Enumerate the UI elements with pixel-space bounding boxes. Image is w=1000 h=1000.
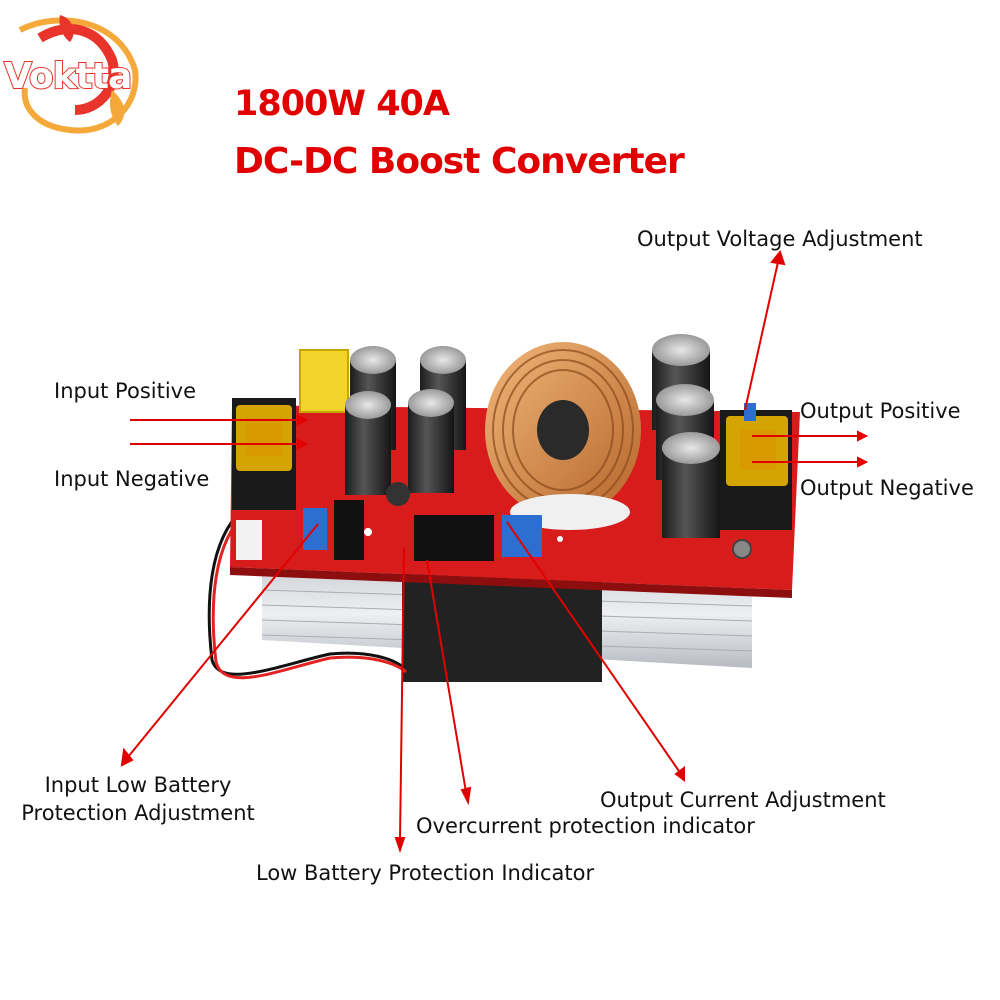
callout-arrows [120,249,869,854]
label-low-battery-protection-indicator: Low Battery Protection Indicator [256,861,595,885]
fan-wire [207,508,407,680]
input-capacitors [345,346,466,495]
label-input-low-battery-line-2: Protection Adjustment [21,801,255,825]
koi-fish-icon [18,15,139,134]
label-input-negative: Input Negative [54,467,210,491]
input-terminal [232,398,296,510]
label-input-low-battery-line-1: Input Low Battery [44,773,232,797]
label-output-current-adjustment: Output Current Adjustment [600,788,886,812]
brand-logo: Voktta [0,10,175,140]
label-input-low-battery-protection: Input Low Battery Protection Adjustment [10,771,266,827]
title-line-2: DC-DC Boost Converter [234,141,685,182]
label-output-voltage-adjustment: Output Voltage Adjustment [637,227,923,251]
output-terminal [720,410,792,530]
brand-logo-text: Voktta [3,55,133,98]
label-output-positive: Output Positive [800,399,961,423]
label-input-positive: Input Positive [54,379,197,403]
control-components [236,403,756,561]
title-line-1: 1800W 40A [234,84,450,124]
label-overcurrent-protection-indicator: Overcurrent protection indicator [416,814,755,838]
label-output-negative: Output Negative [800,476,974,500]
output-capacitors [652,334,720,538]
yellow-component [299,349,349,413]
